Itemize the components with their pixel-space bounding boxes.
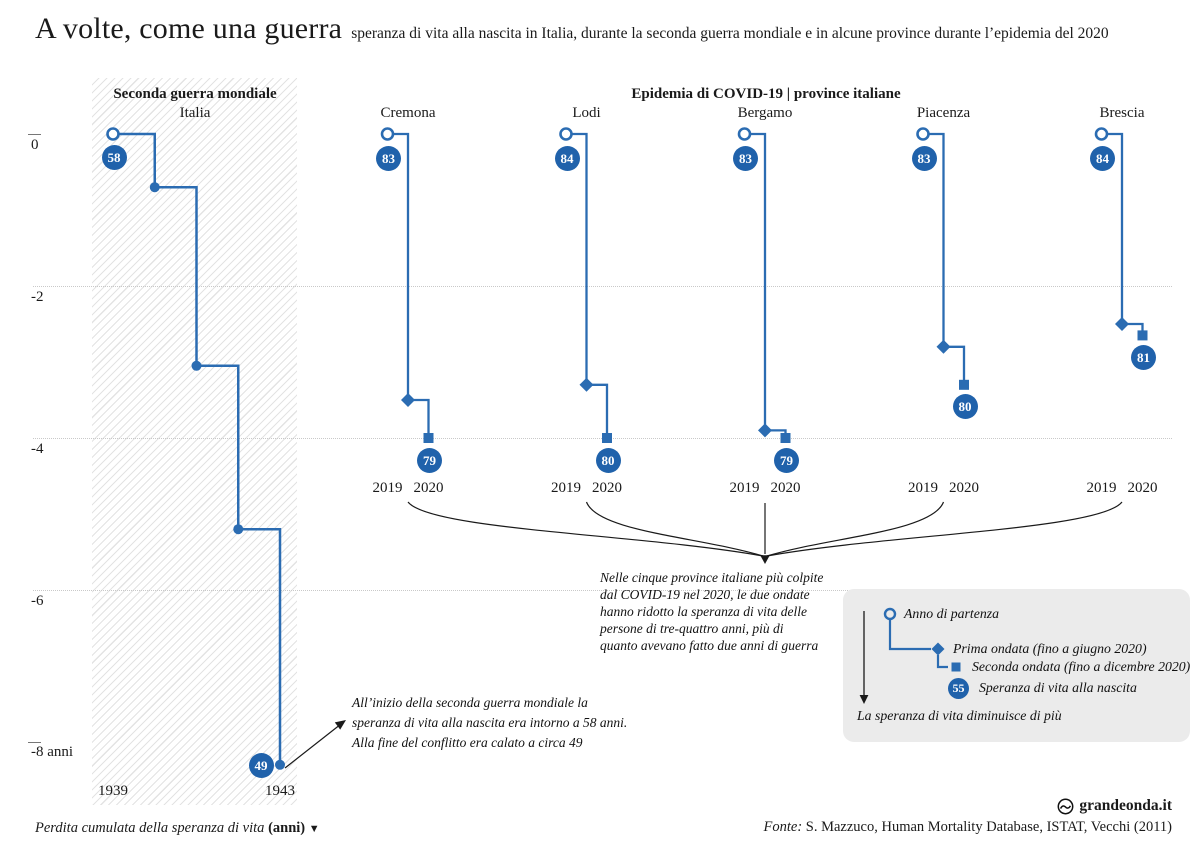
war-end-badge: 49: [248, 752, 274, 778]
first-wave-marker-piacenza: [936, 339, 951, 354]
legend: Anno di partenza Prima ondata (fino a gi…: [843, 589, 1190, 742]
gridline-minus-2: [33, 286, 1172, 287]
axis-tick-0: [28, 134, 41, 135]
province-header-cremona: Cremona: [380, 105, 436, 121]
legend-square-icon: [951, 662, 961, 672]
y-axis-label-0: 0: [31, 137, 39, 153]
second-wave-marker-brescia: [1137, 330, 1148, 341]
connector-brescia: [766, 501, 1123, 557]
y-axis-caption-text: Perdita cumulata della speranza di vita: [35, 820, 265, 836]
y-axis-label-minus-4: -4: [31, 441, 44, 457]
legend-diamond-icon: [931, 642, 945, 656]
source-text: S. Mazzuco, Human Mortality Database, IS…: [805, 819, 1172, 835]
first-wave-marker-cremona: [401, 393, 415, 407]
page-title: A volte, come una guerra: [35, 12, 343, 45]
end-badge-bergamo: 79: [774, 447, 799, 473]
war-arrowhead-icon: [334, 720, 346, 730]
year-label-2020-bergamo: 2020: [770, 480, 801, 496]
start-point-lodi: [559, 127, 573, 141]
legend-line-1: [888, 619, 931, 651]
legend-badge-label: Speranza di vita alla nascita: [979, 680, 1137, 695]
start-badge-cremona: 83: [376, 145, 401, 171]
year-label-2020-piacenza: 2020: [949, 480, 979, 496]
covid-panel-header: Epidemia di COVID-19 | province italiane: [631, 86, 901, 102]
legend-start-circle-icon: [883, 607, 897, 621]
connector-cremona: [407, 501, 764, 557]
year-label-2020-lodi: 2020: [592, 480, 622, 496]
end-badge-cremona: 79: [417, 447, 442, 473]
covid-annotation: Nelle cinque province italiane più colpi…: [600, 570, 824, 653]
gridline-minus-4: [33, 438, 1172, 439]
war-panel-background: [92, 78, 297, 805]
y-axis-caption: Perdita cumulata della speranza di vita …: [35, 820, 320, 837]
legend-glyphs: [859, 607, 961, 704]
war-start-badge: 58: [101, 144, 127, 170]
start-badge-brescia: 84: [1090, 145, 1115, 171]
source-label: Fonte:: [763, 819, 803, 835]
province-header-lodi: Lodi: [572, 105, 601, 121]
y-axis-caption-unit: (anni): [268, 820, 306, 836]
province-header-piacenza: Piacenza: [916, 105, 971, 121]
down-triangle-icon: ▼: [308, 823, 320, 835]
year-label-2020-cremona: 2020: [413, 480, 444, 496]
legend-down-arrowhead-icon: [859, 695, 869, 704]
y-axis-label-minus-2: -2: [31, 289, 44, 305]
page-subtitle: speranza di vita alla nascita in Italia,…: [351, 25, 1109, 42]
axis-tick-minus-8: [28, 742, 41, 743]
province-header-bergamo: Bergamo: [737, 105, 793, 121]
start-badge-bergamo: 83: [733, 145, 758, 171]
y-axis-label-minus-8: -8 anni: [31, 744, 74, 760]
end-badge-piacenza: 80: [952, 394, 978, 420]
province-header-brescia: Brescia: [1099, 105, 1145, 121]
gridline-minus-6: [33, 590, 1172, 591]
legend-value-badge: 55: [948, 678, 969, 699]
page-title-block: A volte, come una guerra speranza di vita…: [35, 12, 1109, 46]
first-wave-marker-brescia: [1115, 317, 1129, 331]
second-wave-marker-piacenza: [959, 379, 969, 390]
year-label-2019-bergamo: 2019: [729, 480, 760, 496]
legend-start-year-label: Anno di partenza: [904, 606, 1000, 621]
year-label-2019-piacenza: 2019: [908, 480, 938, 496]
legend-first-wave-label: Prima ondata (fino a giugno 2020): [953, 641, 1147, 656]
down-arrowhead-icon: [760, 555, 770, 564]
war-panel-subheader: Italia: [179, 105, 211, 121]
y-axis-label-minus-6: -6: [31, 593, 44, 609]
start-badge-piacenza: 83: [911, 145, 937, 171]
start-point-cremona: [380, 127, 395, 141]
first-wave-marker-bergamo: [758, 423, 772, 438]
war-year-label-last: 1943: [265, 783, 295, 799]
start-point-bergamo: [737, 127, 752, 141]
war-year-label-first: 1939: [98, 783, 128, 799]
year-label-2019-brescia: 2019: [1086, 480, 1117, 496]
war-panel-header: Seconda guerra mondiale: [113, 86, 277, 102]
start-point-piacenza: [916, 127, 930, 141]
start-point-brescia: [1094, 127, 1109, 141]
legend-line-2: [936, 655, 948, 669]
first-wave-marker-lodi: [579, 377, 594, 392]
legend-second-wave-label: Seconda ondata (fino a dicembre 2020): [972, 659, 1191, 674]
connector-piacenza: [766, 501, 945, 557]
end-badge-lodi: 80: [595, 447, 621, 473]
war-annotation: All’inizio della seconda guerra mondiale…: [352, 695, 628, 750]
start-badge-lodi: 84: [554, 145, 580, 171]
grandeonda-wave-logo-icon: [1057, 798, 1074, 814]
year-label-2019-lodi: 2019: [551, 480, 581, 496]
source-line: Fonte: S. Mazzuco, Human Mortality Datab…: [764, 819, 1173, 836]
connector-lodi: [585, 501, 764, 557]
year-label-2019-cremona: 2019: [372, 480, 403, 496]
brand: grandeonda.it: [1057, 797, 1172, 815]
legend-arrow-label: La speranza di vita diminuisce di più: [857, 708, 1062, 723]
brand-text: grandeonda.it: [1079, 797, 1172, 814]
line-piacenza: [923, 132, 966, 385]
year-label-2020-brescia: 2020: [1127, 480, 1158, 496]
end-badge-brescia: 81: [1131, 344, 1156, 370]
